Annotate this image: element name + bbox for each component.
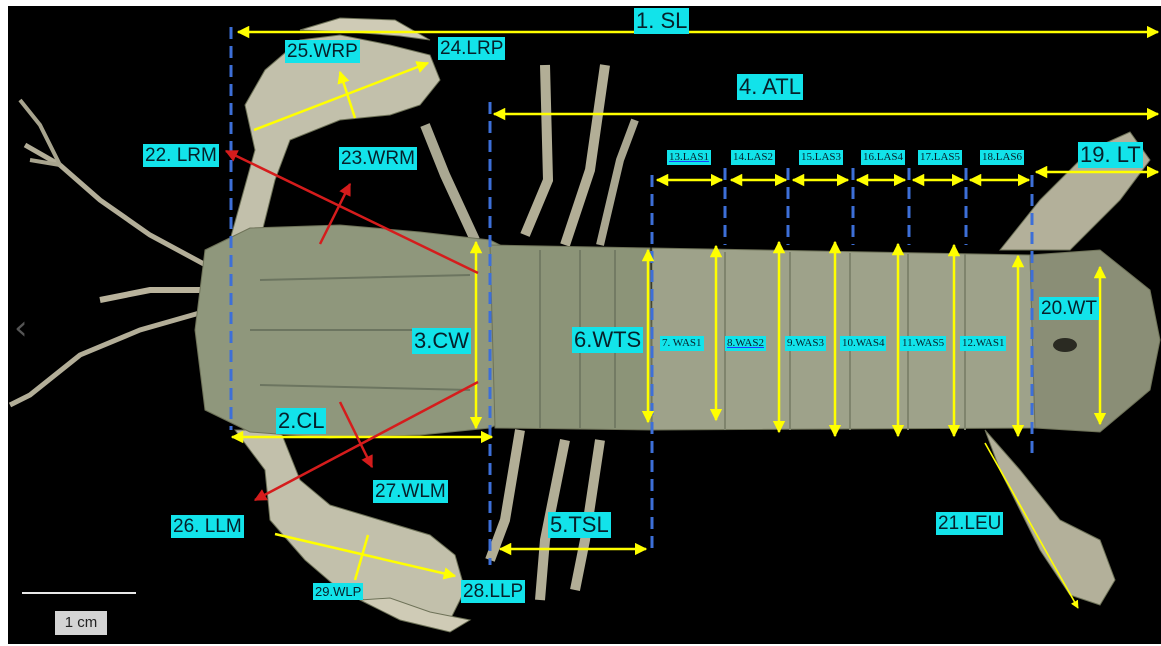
label-las5: 17.LAS5	[918, 150, 962, 165]
walking-leg	[490, 430, 520, 560]
label-tsl: 5.TSL	[548, 512, 611, 538]
label-lrm: 22. LRM	[143, 144, 219, 167]
label-cl: 2.CL	[276, 408, 326, 434]
label-lrp: 24.LRP	[438, 37, 505, 60]
label-las4: 16.LAS4	[861, 150, 905, 165]
cheliped-right	[230, 35, 440, 240]
label-llp: 28.LLP	[461, 580, 525, 603]
label-was1: 7. WAS1	[660, 336, 704, 351]
label-las3: 15.LAS3	[799, 150, 843, 165]
antenna	[10, 310, 210, 405]
scale-bar-line	[22, 592, 136, 594]
label-wt: 20.WT	[1039, 297, 1099, 320]
label-lt: 19. LT	[1078, 142, 1143, 168]
uropod-bottom	[985, 430, 1115, 605]
label-was5: 11.WAS5	[900, 336, 946, 351]
label-wts: 6.WTS	[572, 327, 643, 353]
walking-leg	[565, 65, 605, 245]
label-las6: 18.LAS6	[980, 150, 1024, 165]
label-was2: 8.WAS2	[725, 336, 766, 351]
label-wrp: 25.WRP	[285, 40, 360, 63]
antenna	[100, 290, 210, 300]
walking-leg	[425, 125, 475, 240]
label-wlm: 27.WLM	[373, 480, 448, 503]
specimen-body	[10, 18, 1160, 632]
label-wrm: 23.WRM	[339, 147, 417, 170]
scale-bar-label: 1 cm	[55, 611, 107, 635]
label-sl: 1. SL	[634, 8, 689, 34]
label-was4: 10.WAS4	[840, 336, 886, 351]
walking-leg	[525, 65, 548, 235]
label-was6: 12.WAS1	[960, 336, 1006, 351]
label-wlp: 29.WLP	[313, 583, 363, 600]
label-leu: 21.LEU	[936, 512, 1003, 535]
label-las1: 13.LAS1	[667, 150, 711, 165]
walking-leg	[600, 120, 635, 245]
cheliped-right-dactyl	[300, 18, 430, 40]
label-cw: 3.CW	[412, 328, 471, 354]
chevron-left-icon[interactable]: ‹	[14, 308, 28, 348]
telson	[1030, 250, 1160, 432]
label-atl: 4. ATL	[737, 74, 803, 100]
telson-spot	[1053, 338, 1077, 352]
label-was3: 9.WAS3	[785, 336, 826, 351]
label-llm: 26. LLM	[171, 515, 244, 538]
label-las2: 14.LAS2	[731, 150, 775, 165]
